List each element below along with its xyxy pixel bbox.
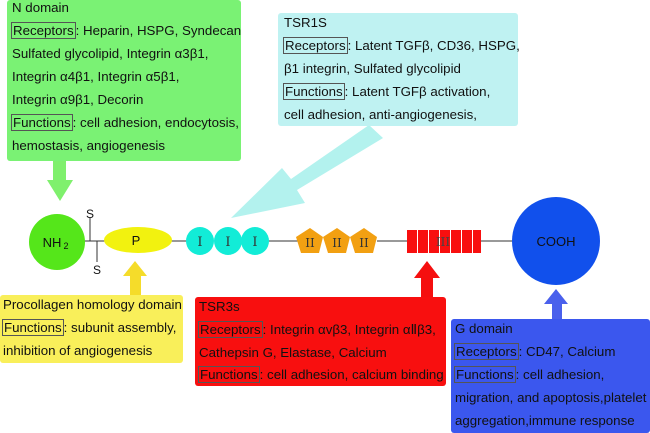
receptors-text: Sulfated glycolipid, Integrin α3β1, xyxy=(12,46,209,61)
n-domain-receptors-line: Receptors: Heparin, HSPG, Syndecan xyxy=(11,20,241,43)
type1-repeat xyxy=(241,227,269,255)
arrow-n-domain xyxy=(47,160,73,201)
receptors-label: Receptors xyxy=(454,343,519,360)
nh2-subscript: 2 xyxy=(63,241,68,251)
procollagen-title: Procollagen homology domain xyxy=(3,297,182,312)
receptors-label: Receptors xyxy=(11,22,76,39)
g-domain-functions-line: Functions: cell adhesion, xyxy=(454,364,604,387)
functions-text: inhibition of angiogenesis xyxy=(3,343,153,358)
tsr3s-functions-line: Functions: cell adhesion, calcium bindin… xyxy=(198,364,444,387)
nh2-terminal xyxy=(29,214,85,270)
arrow-tsr1s xyxy=(231,125,383,218)
arrow-procollagen xyxy=(123,261,147,296)
functions-label: Functions xyxy=(11,114,73,131)
functions-text: : Latent TGFβ activation, xyxy=(344,84,491,99)
tsr3s-title: TSR3s xyxy=(199,299,240,314)
sulfur-top-label: S xyxy=(86,207,94,221)
tsr1s-box: TSR1S Receptors: Latent TGFβ, CD36, HSPG… xyxy=(278,13,520,126)
functions-label: Functions xyxy=(2,319,64,336)
receptors-text: : Latent TGFβ, CD36, HSPG, xyxy=(347,38,520,53)
g-domain-title: G domain xyxy=(455,321,513,336)
type2-label: II xyxy=(332,236,342,250)
receptors-text: Integrin α4β1, Integrin α5β1, xyxy=(12,69,180,84)
procollagen-box: Procollagen homology domain Functions: s… xyxy=(0,295,183,363)
functions-text: cell adhesion, anti-angiogenesis, xyxy=(284,107,477,122)
functions-label: Functions xyxy=(283,83,345,100)
cooh-label: COOH xyxy=(537,234,576,249)
type1-label: I xyxy=(252,235,257,250)
n-domain-functions-line: Functions: cell adhesion, endocytosis, xyxy=(11,112,239,135)
p-label: P xyxy=(132,233,141,248)
type3-repeats: III xyxy=(407,230,481,253)
type2-label: II xyxy=(359,236,369,250)
tsr3s-receptors-line: Receptors: Integrin αvβ3, Integrin αⅡβ3, xyxy=(198,319,436,342)
procollagen-domain-shape xyxy=(104,227,172,253)
receptors-text: : Integrin αvβ3, Integrin αⅡβ3, xyxy=(262,322,436,337)
receptors-text: β1 integrin, Sulfated glycolipid xyxy=(284,61,461,76)
procollagen-functions-line: Functions: subunit assembly, xyxy=(2,317,177,340)
nh2-label: NH xyxy=(43,235,62,250)
arrow-g-domain xyxy=(544,289,568,319)
functions-label: Functions xyxy=(454,366,516,383)
functions-text: : cell adhesion, endocytosis, xyxy=(72,115,239,130)
type1-repeat xyxy=(214,227,242,255)
receptors-label: Receptors xyxy=(198,321,263,338)
type2-repeat xyxy=(350,228,377,253)
type1-label: I xyxy=(197,235,202,250)
n-domain-title: N domain xyxy=(12,0,69,15)
g-domain-box: G domain Receptors: CD47, Calcium Functi… xyxy=(451,319,650,433)
tsr1s-functions-line: Functions: Latent TGFβ activation, xyxy=(283,81,490,104)
arrow-tsr3s xyxy=(414,261,440,298)
functions-text: : subunit assembly, xyxy=(63,320,177,335)
receptors-label: Receptors xyxy=(283,37,348,54)
functions-label: Functions xyxy=(198,366,260,383)
type2-repeat xyxy=(296,228,323,253)
type2-label: II xyxy=(305,236,315,250)
receptors-text: Cathepsin G, Elastase, Calcium xyxy=(199,345,387,360)
functions-text: : cell adhesion, calcium binding xyxy=(259,367,444,382)
type1-label: I xyxy=(225,235,230,250)
receptors-text: : Heparin, HSPG, Syndecan xyxy=(75,23,242,38)
functions-text: : cell adhesion, xyxy=(515,367,605,382)
n-domain-box: N domain Receptors: Heparin, HSPG, Synde… xyxy=(7,0,241,161)
functions-text: hemostasis, angiogenesis xyxy=(12,138,166,153)
tsr1s-title: TSR1S xyxy=(284,15,327,30)
type2-repeat xyxy=(323,228,350,253)
receptors-text: Integrin α9β1, Decorin xyxy=(12,92,144,107)
tsr1s-receptors-line: Receptors: Latent TGFβ, CD36, HSPG, xyxy=(283,35,520,58)
functions-text: migration, and apoptosis,platelet xyxy=(455,390,647,405)
sulfur-bottom-label: S xyxy=(93,263,101,277)
g-domain-receptors-line: Receptors: CD47, Calcium xyxy=(454,341,615,364)
cooh-terminal xyxy=(512,197,600,285)
functions-text: aggregation,immune response xyxy=(455,413,635,428)
receptors-text: : CD47, Calcium xyxy=(518,344,616,359)
type3-label: III xyxy=(436,235,450,249)
type1-repeat xyxy=(186,227,214,255)
tsr3s-box: TSR3s Receptors: Integrin αvβ3, Integrin… xyxy=(195,297,446,386)
